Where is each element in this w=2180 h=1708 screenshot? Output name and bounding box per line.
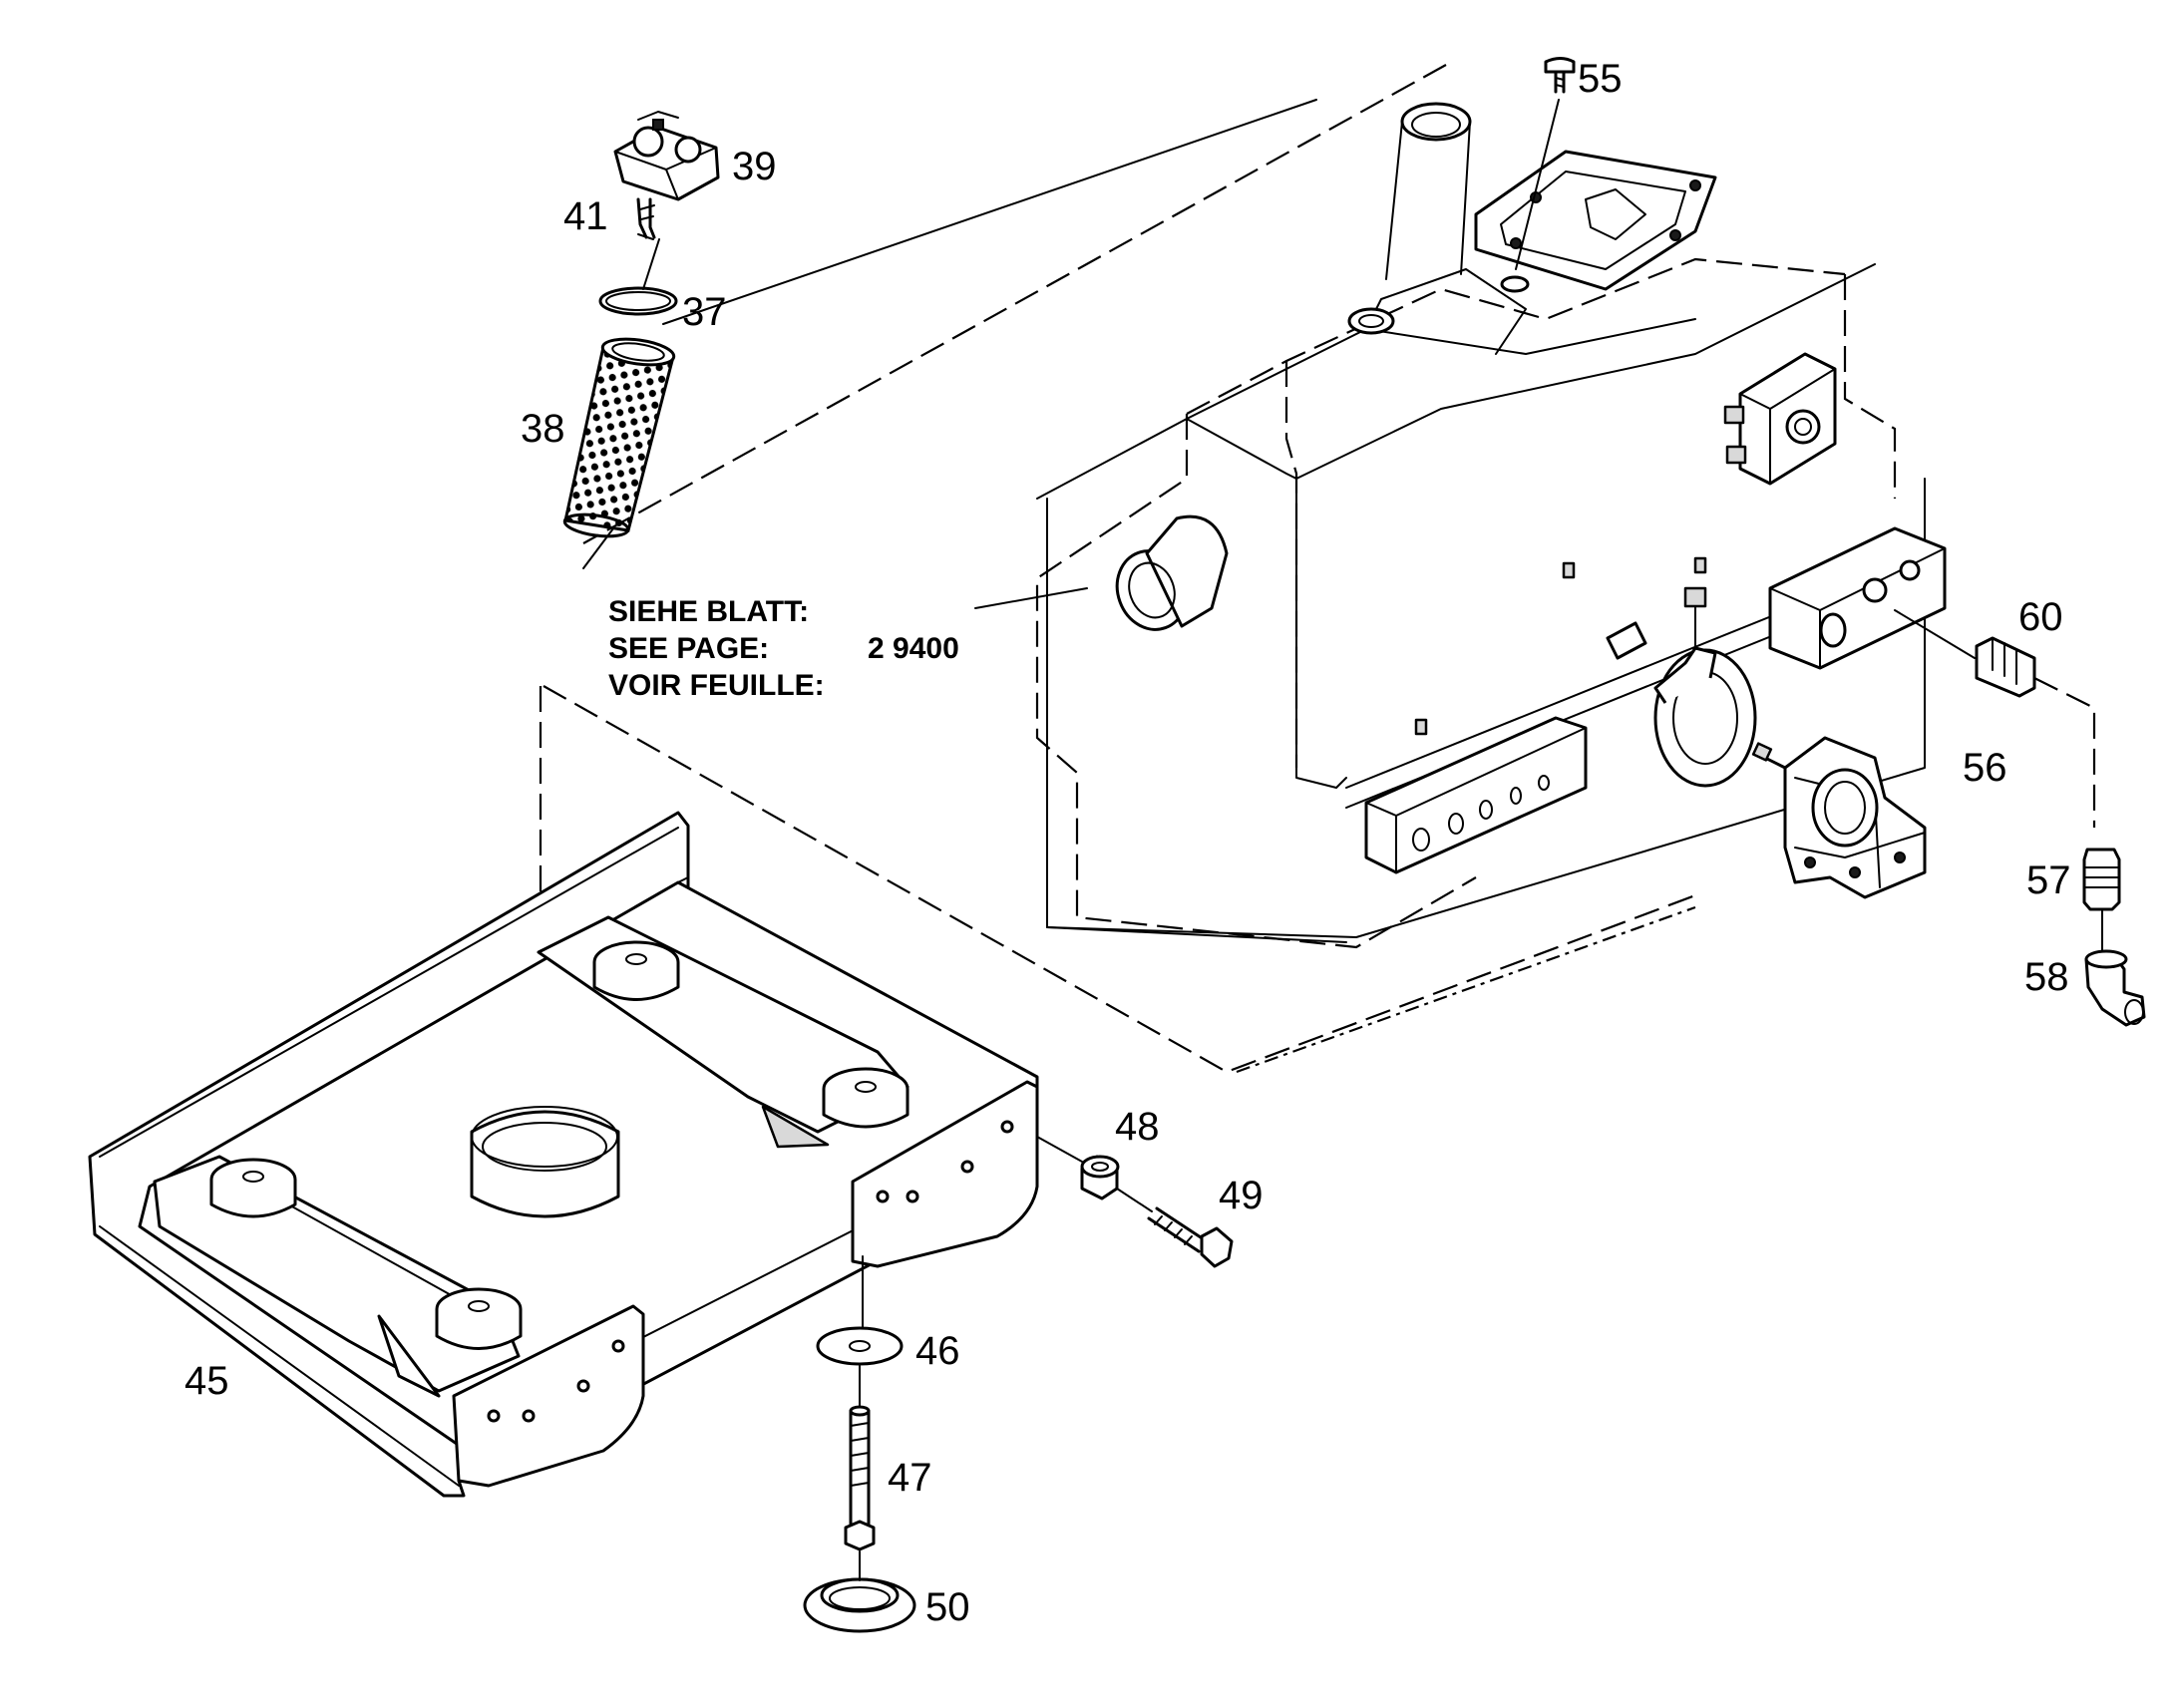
note-line-de: SIEHE BLATT: [608, 595, 809, 628]
base-frame-45 [88, 685, 1696, 1498]
see-page-reference-note: SIEHE BLATT: SEE PAGE: VOIR FEUILLE: 2 9… [608, 595, 959, 702]
callout-46: 46 [915, 1329, 960, 1373]
callout-45: 45 [184, 1359, 229, 1403]
elbow-fitting-58 [2084, 949, 2146, 1027]
mount-pad [592, 940, 680, 1001]
note-page-number: 2 9400 [868, 632, 959, 665]
bolt-47 [844, 1365, 876, 1551]
callout-58: 58 [2024, 955, 2069, 999]
dipstick-41 [636, 197, 656, 240]
callout-49: 49 [1219, 1174, 1264, 1217]
callout-55: 55 [1578, 57, 1623, 101]
fitting-57 [2082, 848, 2121, 958]
washer-46 [816, 1326, 904, 1366]
cup-50 [803, 1550, 916, 1633]
callout-38: 38 [521, 407, 565, 451]
callout-39: 39 [732, 145, 777, 188]
pump-unit [1751, 736, 1927, 899]
fitting-60 [1894, 609, 2096, 828]
filter-element-38 [562, 337, 676, 538]
spacer-48 [1080, 1155, 1120, 1200]
mount-pad [209, 1158, 297, 1218]
note-line-fr: VOIR FEUILLE: [608, 669, 825, 702]
callout-50: 50 [925, 1585, 970, 1629]
bolt-55 [1515, 57, 1576, 270]
callout-57: 57 [2026, 858, 2071, 902]
callout-37: 37 [682, 290, 727, 334]
callout-56: 56 [1963, 746, 2007, 790]
note-line-en: SEE PAGE: [608, 632, 769, 665]
callout-41: 41 [563, 194, 608, 238]
hydraulic-tank [1035, 102, 1947, 949]
mount-pad [435, 1287, 523, 1350]
mount-pad [822, 1067, 909, 1129]
bolt-49 [1116, 1188, 1234, 1268]
o-ring-37 [598, 286, 678, 316]
callout-60: 60 [2018, 595, 2063, 639]
callout-48: 48 [1115, 1105, 1160, 1149]
callout-47: 47 [888, 1456, 932, 1500]
filter-cap-39 [613, 111, 720, 201]
